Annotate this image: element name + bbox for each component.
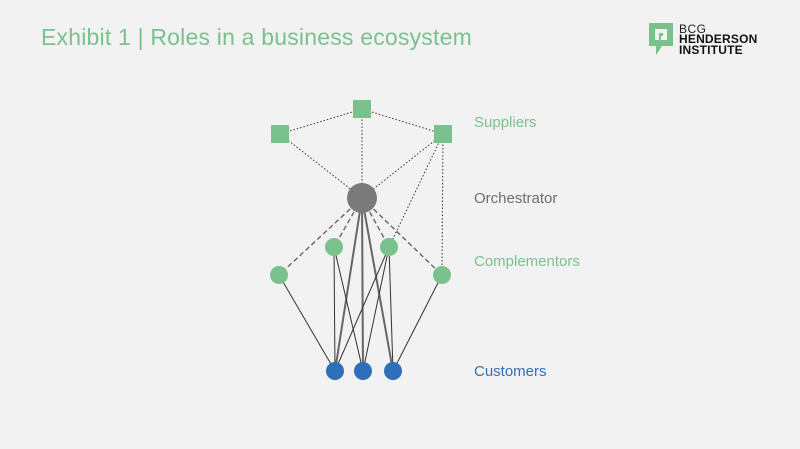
edge-complementor-customer bbox=[362, 246, 390, 372]
logo-text-line2: INSTITUTE bbox=[679, 43, 743, 57]
edge-orchestrator-complementor bbox=[278, 197, 363, 276]
edge-supplier-orchestrator bbox=[361, 133, 444, 199]
orchestrator-node bbox=[347, 183, 377, 213]
label-orchestrator: Orchestrator bbox=[474, 190, 558, 207]
edge-supplier-supplier bbox=[361, 108, 444, 135]
label-customers: Customers bbox=[474, 363, 547, 380]
logo-mark-icon bbox=[649, 23, 673, 55]
customer-node bbox=[354, 362, 372, 380]
edge-orchestrator-complementor bbox=[361, 197, 443, 276]
edge-orchestrator-customer bbox=[334, 197, 363, 372]
supplier-node bbox=[434, 125, 452, 143]
label-complementors: Complementors bbox=[474, 253, 580, 270]
logo-text-line1: HENDERSON bbox=[679, 32, 758, 46]
edge-complementor-customer bbox=[388, 246, 394, 372]
bcg-henderson-logo: BCG HENDERSON INSTITUTE bbox=[648, 22, 778, 58]
complementor-node bbox=[325, 238, 343, 256]
edge-supplier-supplier bbox=[279, 108, 363, 135]
supplier-node bbox=[353, 100, 371, 118]
complementor-node bbox=[380, 238, 398, 256]
edge-complementor-customer bbox=[333, 246, 336, 372]
complementor-node bbox=[270, 266, 288, 284]
edge-orchestrator-customer bbox=[361, 197, 364, 372]
label-suppliers: Suppliers bbox=[474, 114, 537, 131]
edge-complementor-customer bbox=[278, 274, 336, 372]
edge-complementor-customer bbox=[333, 246, 364, 372]
customer-node bbox=[384, 362, 402, 380]
supplier-node bbox=[271, 125, 289, 143]
edge-complementor-customer bbox=[334, 246, 390, 372]
edge-supplier-complementor bbox=[388, 133, 444, 248]
edge-orchestrator-customer bbox=[361, 197, 394, 372]
edge-supplier-complementor bbox=[441, 133, 444, 276]
edge-supplier-orchestrator bbox=[279, 133, 363, 199]
page-title: Exhibit 1 | Roles in a business ecosyste… bbox=[41, 24, 472, 50]
edge-complementor-customer bbox=[392, 274, 443, 372]
customer-node bbox=[326, 362, 344, 380]
complementor-node bbox=[433, 266, 451, 284]
logo-text-bcg: BCG bbox=[679, 22, 707, 36]
